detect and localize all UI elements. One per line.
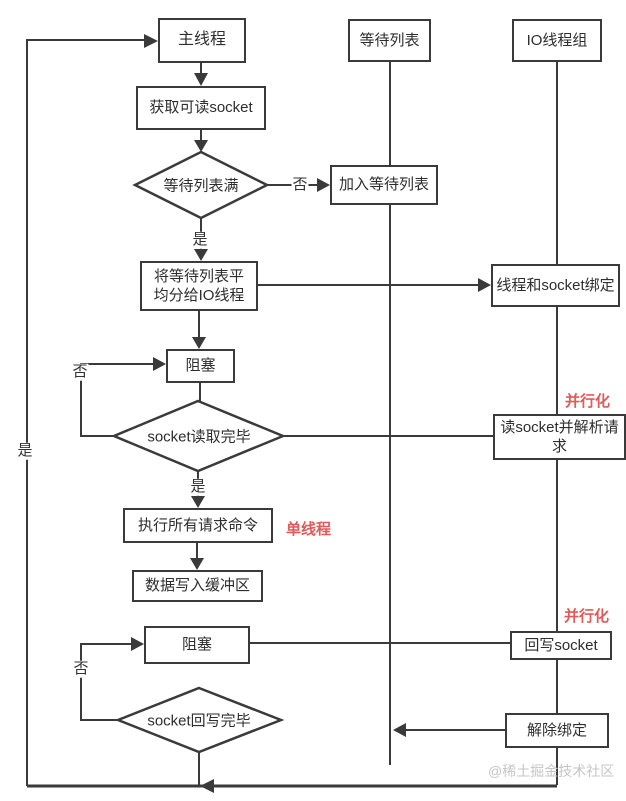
node-join-wait-list: 加入等待列表 [330, 165, 438, 205]
edge-label-yes-1: 是 [191, 230, 209, 249]
decision-socket-read-done-shape [110, 399, 287, 473]
watermark-text: @稀土掘金技术社区 [488, 763, 615, 779]
d2-no-loop-line [80, 363, 153, 437]
node-bind-thread-socket: 线程和socket绑定 [491, 264, 620, 307]
node-unbind: 解除绑定 [505, 713, 609, 748]
arrow-into-main [144, 34, 158, 48]
decision-socket-read-done-label: socket读取完毕 [147, 428, 251, 446]
node-read-parse-request: 读socket并解析请求 [493, 414, 626, 460]
edge-label-yes-left: 是 [16, 441, 34, 460]
arrow-into-block1 [192, 337, 206, 349]
node-block-2: 阻塞 [144, 626, 250, 664]
decision-socket-write-done-shape [114, 686, 285, 754]
d3-no-loop-line [80, 643, 137, 721]
arrow-into-block2-left [131, 637, 144, 651]
node-wait-list: 等待列表 [348, 19, 431, 62]
loop-to-main-line [26, 39, 146, 786]
node-execute-commands: 执行所有请求命令 [123, 508, 273, 543]
arrow-into-distrib [194, 249, 208, 261]
node-distribute-to-io: 将等待列表平均分给IO线程 [140, 261, 258, 311]
arrow-into-block1-left [153, 357, 166, 371]
decision-wait-list-full-label: 等待列表满 [163, 177, 239, 195]
node-main-thread: 主线程 [158, 18, 246, 63]
annotation-parallel-2: 并行化 [564, 608, 610, 625]
annotation-single-thread: 单线程 [286, 521, 332, 538]
edge-label-no-3: 否 [72, 659, 90, 678]
arrow-into-bind [478, 278, 491, 292]
arrow-into-waitlist-lifeline [393, 723, 406, 737]
decision-wait-list-full-shape [132, 150, 270, 220]
arrow-bottom-bus-left [200, 779, 214, 793]
node-block-1: 阻塞 [166, 349, 235, 383]
arrow-into-writebuf [190, 558, 204, 570]
edge-label-no-1: 否 [291, 175, 309, 194]
node-get-readable-socket: 获取可读socket [136, 86, 266, 130]
node-write-buffer: 数据写入缓冲区 [132, 570, 263, 602]
annotation-parallel-1: 并行化 [565, 393, 611, 410]
decision-socket-write-done-label: socket回写完毕 [147, 712, 251, 730]
node-io-thread-group: IO线程组 [512, 19, 602, 62]
arrow-into-execute [191, 496, 205, 508]
edge-label-no-2: 否 [71, 362, 89, 381]
edge-label-yes-2: 是 [189, 477, 207, 496]
arrow-into-d1 [194, 140, 208, 152]
arrow-into-getsock [194, 73, 208, 86]
node-write-back-socket: 回写socket [510, 631, 612, 660]
arrow-into-joinwait [317, 178, 330, 192]
